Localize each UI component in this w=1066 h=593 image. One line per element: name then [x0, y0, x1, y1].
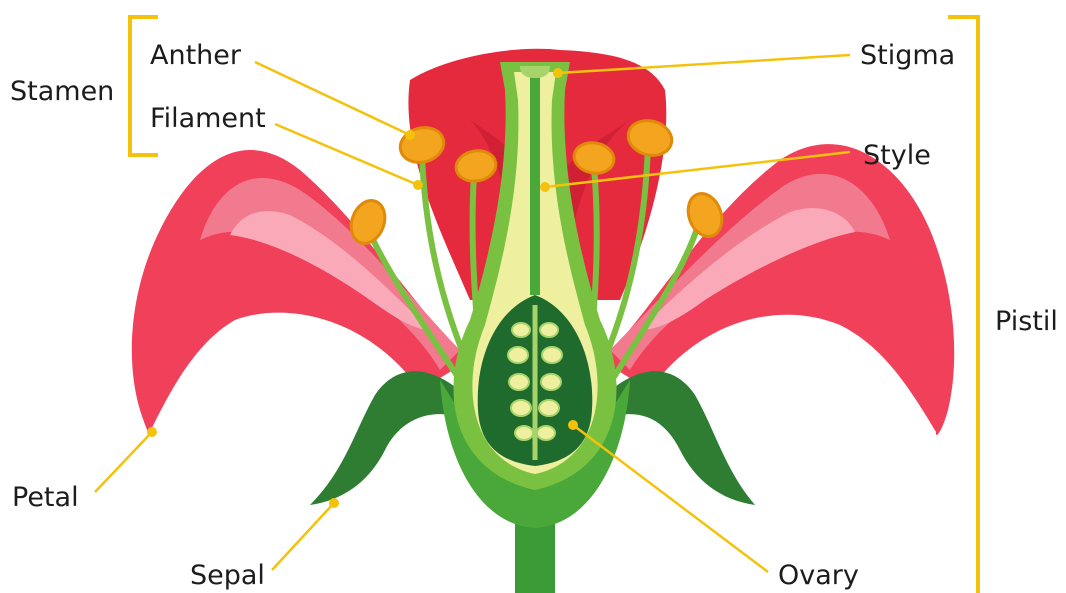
- label-sepal: Sepal: [190, 560, 265, 591]
- ovary-dot: [568, 420, 578, 430]
- sepal-leader: [272, 503, 334, 570]
- stigma-dot: [553, 68, 563, 78]
- petal-leader: [95, 432, 152, 492]
- petal-dot: [147, 427, 157, 437]
- label-filament: Filament: [150, 103, 266, 134]
- pistil-bracket: [948, 17, 978, 593]
- label-anther: Anther: [150, 40, 242, 71]
- filament-dot: [413, 180, 423, 190]
- sepal-dot: [329, 498, 339, 508]
- label-style: Style: [863, 140, 931, 171]
- style-dot: [540, 182, 550, 192]
- label-pistil: Pistil: [995, 306, 1058, 337]
- label-stigma: Stigma: [860, 40, 955, 71]
- anther-dot: [405, 130, 415, 140]
- label-petal: Petal: [12, 482, 79, 513]
- label-ovary: Ovary: [778, 560, 859, 591]
- label-stamen: Stamen: [10, 76, 114, 107]
- stamen-bracket: [130, 17, 158, 155]
- style-canal: [530, 75, 540, 295]
